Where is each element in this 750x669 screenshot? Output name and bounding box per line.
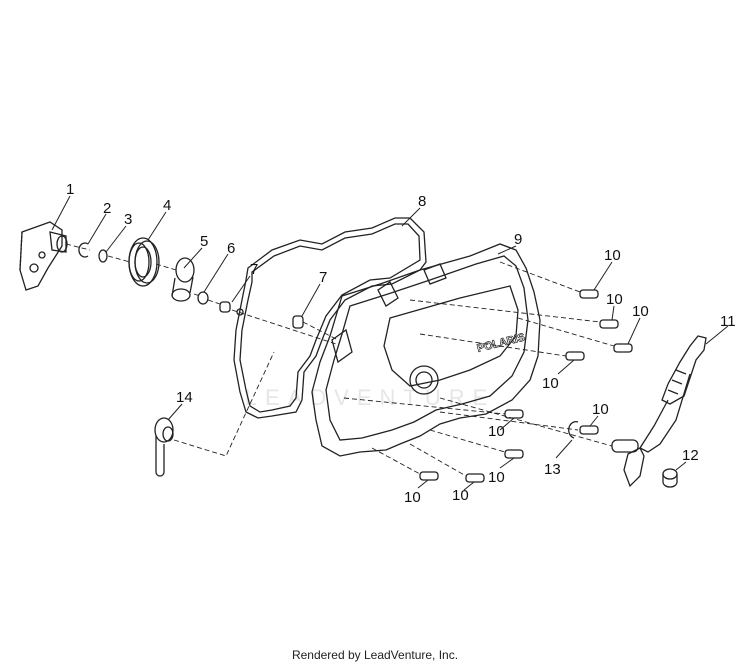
part-4-spring[interactable] — [128, 237, 160, 287]
callout-4[interactable]: 4 — [163, 197, 171, 214]
callout-5[interactable]: 5 — [200, 233, 208, 250]
callout-10-b[interactable]: 10 — [606, 291, 623, 308]
callout-8[interactable]: 8 — [418, 193, 426, 210]
callout-10-g[interactable]: 10 — [488, 469, 505, 486]
callout-12[interactable]: 12 — [682, 447, 699, 464]
callout-14[interactable]: 14 — [176, 389, 193, 406]
callout-10-e[interactable]: 10 — [592, 401, 609, 418]
part-3-washer[interactable] — [98, 249, 108, 263]
callouts: 1 2 3 4 5 6 7 7 8 9 10 10 10 10 10 10 10… — [66, 181, 736, 506]
part-14-breather-fitting[interactable] — [154, 417, 174, 477]
leader-lines — [51, 195, 729, 491]
callout-6[interactable]: 6 — [227, 240, 235, 257]
part-12-plug[interactable] — [662, 468, 678, 488]
callout-1[interactable]: 1 — [66, 181, 74, 198]
footer-credit: Rendered by LeadVenture, Inc. — [291, 648, 459, 662]
part-13-clip[interactable] — [568, 421, 579, 439]
part-9-crankcase-cover[interactable]: POLARIS — [311, 243, 541, 457]
callout-7-second[interactable]: 7 — [319, 269, 327, 286]
callout-10-i[interactable]: 10 — [452, 487, 469, 504]
callout-11[interactable]: 11 — [720, 313, 736, 330]
part-10-bolt[interactable] — [419, 289, 633, 483]
callout-10-a[interactable]: 10 — [604, 247, 621, 264]
part-2-clip[interactable] — [78, 242, 89, 258]
callout-13[interactable]: 13 — [544, 461, 561, 478]
callout-9[interactable]: 9 — [514, 231, 522, 248]
callout-7[interactable]: 7 — [250, 261, 258, 278]
watermark-text: LEADVENTURE — [245, 385, 496, 410]
callout-3[interactable]: 3 — [124, 211, 132, 228]
callout-2[interactable]: 2 — [103, 200, 111, 217]
part-5-bushing[interactable] — [171, 257, 195, 302]
part-6-washer[interactable] — [197, 291, 209, 305]
part-8-gasket[interactable] — [233, 217, 427, 419]
explode-lines — [65, 243, 615, 477]
callout-10-c[interactable]: 10 — [632, 303, 649, 320]
callout-10-h[interactable]: 10 — [404, 489, 421, 506]
part-7-dowel-pin-2[interactable] — [292, 315, 304, 329]
part-1-kick-gear-sector[interactable] — [19, 221, 68, 291]
callout-10-f[interactable]: 10 — [488, 423, 505, 440]
callout-10-d[interactable]: 10 — [542, 375, 559, 392]
part-11-kick-lever[interactable] — [611, 335, 707, 488]
